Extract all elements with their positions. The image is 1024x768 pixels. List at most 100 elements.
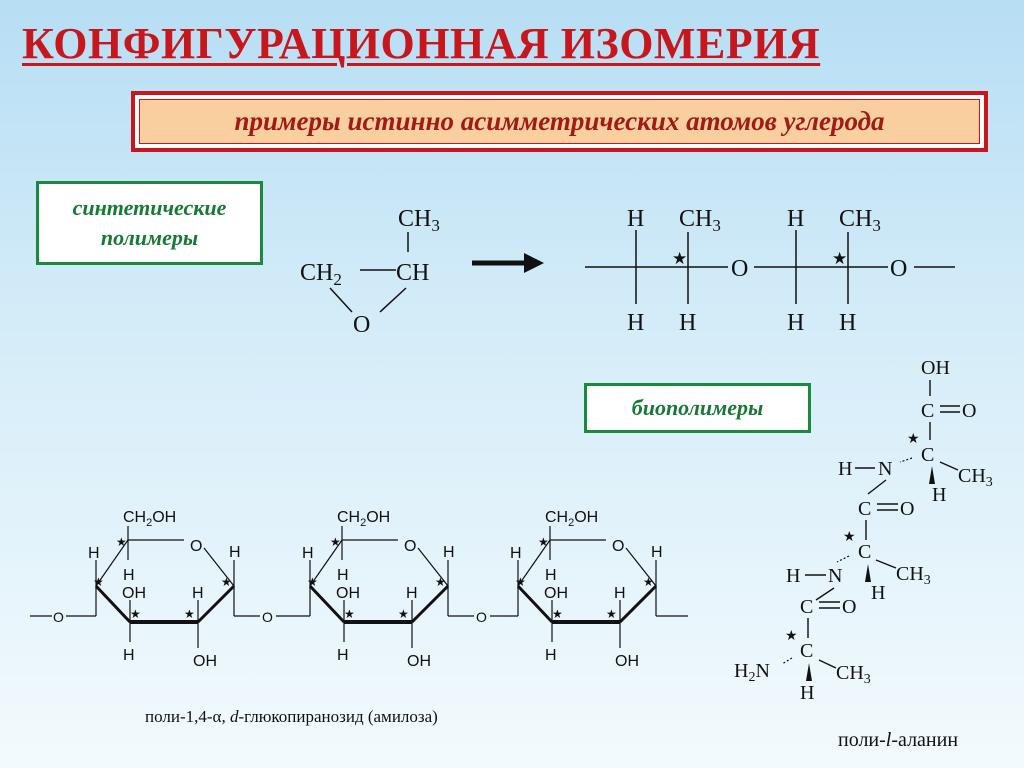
svg-text:H: H [651, 544, 663, 561]
svg-text:★: ★ [843, 530, 856, 545]
svg-text:H: H [800, 682, 814, 704]
svg-text:H: H [545, 567, 557, 584]
subtitle-frame: примеры истинно асимметрических атомов у… [131, 91, 988, 152]
svg-text:C: C [800, 596, 813, 618]
svg-text:O: O [900, 498, 914, 520]
asymmetric-star: ★ [672, 249, 687, 268]
svg-text:★: ★ [344, 607, 355, 621]
alanine-caption: поли-l-аланин [838, 729, 959, 751]
svg-text:★: ★ [907, 432, 920, 447]
ch3-label: CH3 [398, 206, 440, 235]
svg-text:C: C [921, 400, 934, 422]
svg-text:CH2OH: CH2OH [545, 509, 598, 529]
svg-text:H: H [838, 458, 852, 480]
svg-text:CH2OH: CH2OH [337, 509, 390, 529]
svg-text:OH: OH [193, 653, 217, 670]
glucose-unit-2: CH2OH O H H H OH H H OH ★ ★ ★ ★ ★ [302, 509, 474, 670]
svg-text:★: ★ [643, 575, 654, 589]
svg-text:★: ★ [606, 607, 617, 621]
svg-text:O: O [53, 609, 64, 625]
amylose-caption: поли-1,4-α, d-глюкопиранозид (амилоза) [145, 707, 438, 726]
svg-text:N: N [878, 458, 892, 480]
svg-text:H: H [510, 545, 522, 562]
svg-text:CH3: CH3 [839, 206, 881, 235]
svg-text:O: O [962, 400, 976, 422]
svg-text:H: H [786, 565, 800, 587]
svg-text:CH3: CH3 [896, 563, 931, 588]
ring-oxygen: O [353, 312, 370, 338]
svg-text:O: O [890, 256, 907, 282]
svg-text:H: H [787, 310, 804, 336]
svg-text:★: ★ [435, 575, 446, 589]
svg-text:★: ★ [552, 607, 563, 621]
svg-text:OH: OH [122, 585, 146, 602]
svg-text:CH3: CH3 [679, 206, 721, 235]
page-title: КОНФИГУРАЦИОННАЯ ИЗОМЕРИЯ [22, 19, 821, 68]
svg-text:O: O [476, 609, 487, 625]
svg-text:H: H [627, 310, 644, 336]
asymmetric-star: ★ [832, 249, 847, 268]
glucose-unit-1: CH2OH O H H H OH H H OH ★ ★ ★ ★ ★ [88, 509, 260, 670]
propylene-oxide: CH3 CH2 CH O [300, 206, 440, 338]
svg-text:★: ★ [130, 607, 141, 621]
svg-text:H: H [839, 310, 856, 336]
ch2-label: CH2 [300, 260, 342, 289]
svg-text:H: H [337, 567, 349, 584]
svg-text:★: ★ [307, 575, 318, 589]
synthetic-label-line-1: синтетические [72, 195, 227, 220]
svg-text:H: H [871, 582, 885, 604]
glucose-unit-3: CH2OH O H H H OH H H OH ★ ★ ★ ★ ★ [510, 509, 663, 670]
polypropylene-oxide: H CH3 H CH3 O O H H H H ★ ★ [585, 206, 955, 336]
svg-text:★: ★ [398, 607, 409, 621]
svg-text:O: O [612, 538, 624, 555]
svg-text:OH: OH [544, 585, 568, 602]
svg-text:H: H [88, 545, 100, 562]
svg-text:★: ★ [330, 535, 341, 549]
svg-text:H: H [229, 544, 241, 561]
ch-label: CH [396, 260, 429, 286]
svg-text:H: H [123, 647, 135, 664]
svg-text:H: H [443, 544, 455, 561]
svg-text:O: O [731, 256, 748, 282]
svg-text:★: ★ [515, 575, 526, 589]
svg-text:H: H [932, 484, 946, 506]
svg-text:O: O [262, 609, 273, 625]
svg-text:C: C [921, 444, 934, 466]
biopolymers-label: биополимеры [584, 383, 811, 433]
svg-text:CH2OH: CH2OH [123, 509, 176, 529]
svg-text:H: H [302, 545, 314, 562]
synthetic-polymers-label: синтетические полимеры [36, 181, 263, 265]
svg-text:H: H [123, 567, 135, 584]
svg-text:CH3: CH3 [836, 662, 871, 687]
svg-text:H: H [406, 585, 418, 602]
svg-text:CH3: CH3 [958, 465, 993, 490]
synthetic-label-line-2: полимеры [100, 225, 199, 250]
svg-text:OH: OH [336, 585, 360, 602]
svg-text:OH: OH [407, 653, 431, 670]
svg-text:H: H [679, 310, 696, 336]
svg-text:★: ★ [184, 607, 195, 621]
svg-text:H2N: H2N [734, 660, 770, 685]
svg-text:O: O [842, 596, 856, 618]
svg-text:H: H [545, 647, 557, 664]
svg-text:O: O [404, 538, 416, 555]
svg-text:C: C [800, 640, 813, 662]
svg-text:H: H [337, 647, 349, 664]
svg-text:H: H [787, 206, 804, 232]
svg-text:★: ★ [785, 629, 798, 644]
svg-text:C: C [858, 498, 871, 520]
svg-text:O: O [190, 538, 202, 555]
svg-text:★: ★ [221, 575, 232, 589]
reaction-arrow [472, 253, 544, 273]
svg-text:H: H [614, 585, 626, 602]
svg-text:H: H [192, 585, 204, 602]
svg-text:C: C [858, 541, 871, 563]
subtitle: примеры истинно асимметрических атомов у… [139, 99, 980, 144]
svg-text:★: ★ [538, 535, 549, 549]
svg-text:OH: OH [615, 653, 639, 670]
svg-text:H: H [627, 206, 644, 232]
svg-text:★: ★ [93, 575, 104, 589]
poly-alanine: OH C O C ★ H N CH3 H C O C ★ H N CH3 H [734, 357, 993, 704]
svg-text:OH: OH [921, 357, 950, 379]
